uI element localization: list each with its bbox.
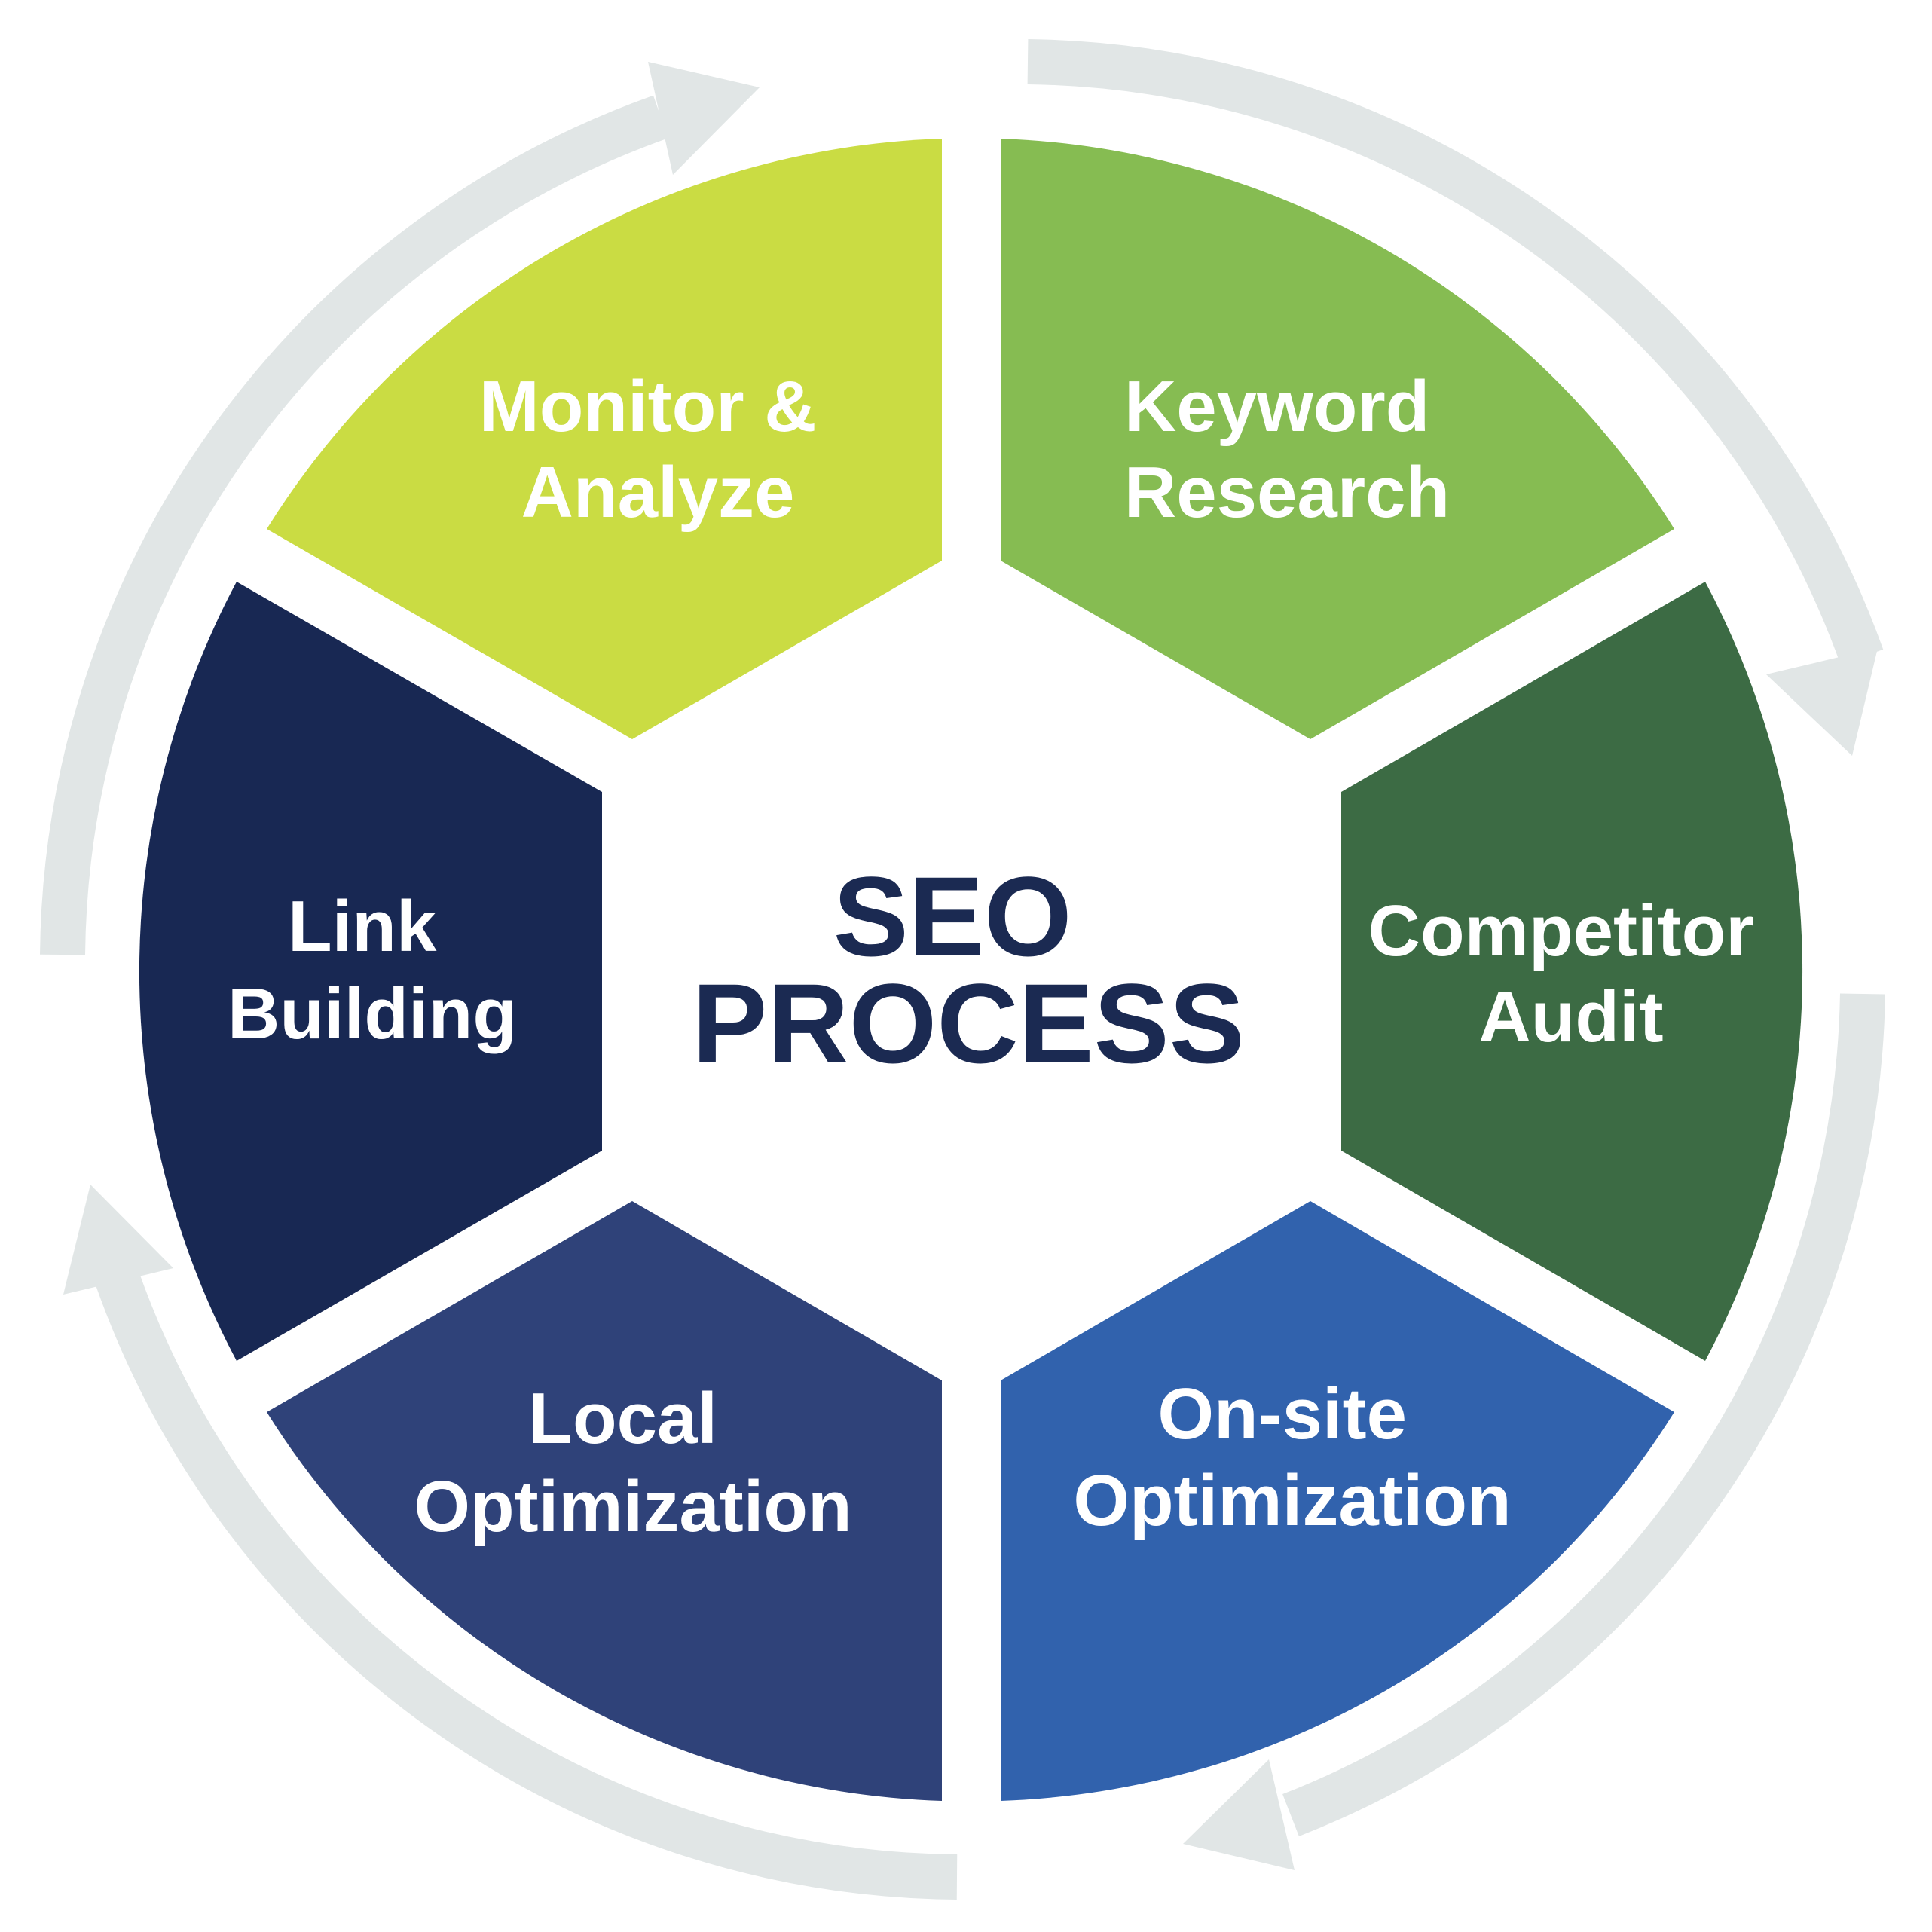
- label-competitor-audit-line2: Audit: [1478, 977, 1663, 1057]
- cycle-arrow-head-bottom-right: [1183, 1759, 1295, 1870]
- center-title-line1: SEO: [833, 853, 1072, 980]
- cycle-arrow-bottom-left: [95, 1270, 958, 1900]
- segments: [139, 139, 1803, 1801]
- cycle-arrow-head-top-right: [1766, 648, 1878, 756]
- label-keyword-research: Keyword Research: [1124, 366, 1450, 533]
- segment-on-site-optimization: [1001, 1201, 1674, 1801]
- center-title-line2: PROCESS: [692, 960, 1245, 1087]
- cycle-arrow-head-top-left: [648, 62, 760, 175]
- label-keyword-research-line2: Research: [1124, 452, 1450, 533]
- label-keyword-research-line1: Keyword: [1124, 366, 1429, 447]
- label-local-optimization-line2: Optimization: [414, 1466, 851, 1547]
- cycle-arrow-top-right: [1027, 39, 1884, 665]
- label-link-building-line1: Link: [288, 886, 437, 967]
- segment-link-building: [139, 582, 603, 1361]
- segment-keyword-research: [1001, 139, 1674, 739]
- segment-monitor-analyze: [267, 139, 942, 739]
- cycle-arrows: [40, 39, 1885, 1900]
- label-monitor-analyze: Monitor & Analyze: [479, 366, 837, 533]
- label-competitor-audit: Competitor Audit: [1368, 891, 1775, 1057]
- label-monitor-analyze-line2: Analyze: [521, 452, 795, 533]
- label-on-site-optimization-line1: On-site: [1157, 1374, 1407, 1454]
- label-on-site-optimization-line2: Optimization: [1073, 1460, 1511, 1541]
- label-local-optimization: Local Optimization: [414, 1378, 851, 1547]
- cycle-arrow-bottom-right: [1282, 993, 1885, 1836]
- label-local-optimization-line1: Local: [528, 1378, 717, 1459]
- label-on-site-optimization: On-site Optimization: [1073, 1374, 1511, 1541]
- cycle-arrow-top-left: [40, 95, 669, 955]
- segment-labels: Keyword Research Competitor Audit On-sit…: [228, 366, 1775, 1547]
- label-link-building-line2: Building: [228, 974, 517, 1054]
- cycle-arrow-head-bottom-left: [63, 1185, 173, 1295]
- label-link-building: Link Building: [228, 886, 517, 1054]
- label-competitor-audit-line1: Competitor: [1368, 891, 1754, 971]
- segment-competitor-audit: [1341, 582, 1803, 1361]
- center-title: SEO PROCESS: [692, 853, 1245, 1087]
- label-monitor-analyze-line1: Monitor &: [479, 366, 817, 447]
- segment-local-optimization: [267, 1201, 942, 1801]
